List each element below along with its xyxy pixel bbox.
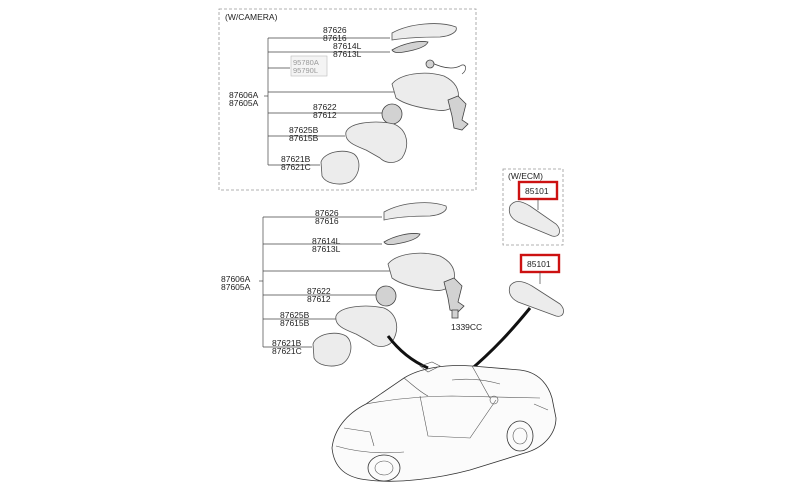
label-assembly-2: 87605A (229, 98, 259, 108)
ecm-panel (502, 168, 564, 246)
main-label-glass-2: 87621C (272, 346, 302, 356)
camera-unit-shape (425, 59, 435, 69)
ecm-panel-title: (W/ECM) (508, 171, 543, 181)
mirror-assembly-shape (391, 72, 459, 111)
label-housing-1: 87625B (289, 125, 319, 135)
ecm-mirror-shape (508, 201, 560, 237)
label-camera-ghost-1: 95780A (293, 58, 319, 67)
pointer-inside-mirror (467, 307, 532, 374)
label-glass-2: 87621C (281, 162, 311, 172)
main-label-housing-1: 87625B (280, 310, 310, 320)
actuator-shape (381, 103, 403, 125)
main-label-lamp-1: 87614L (312, 236, 341, 246)
camera-cable-shape (429, 61, 466, 75)
camera-panel (218, 8, 477, 191)
main-label-cover-2: 87616 (315, 216, 339, 226)
mirror-base-shape (447, 95, 469, 131)
mirror-housing-shape (345, 121, 408, 163)
main-screw-shape (451, 309, 459, 319)
main-label-glass-1: 87621B (272, 338, 302, 348)
label-assembly-1: 87606A (229, 90, 259, 100)
standard-mirror-shape (508, 281, 564, 317)
main-label-screw: 1339CC (451, 322, 482, 332)
main-label-assembly-1: 87606A (221, 274, 251, 284)
label-lamp-2: 87613L (333, 49, 362, 59)
label-cover-2: 87616 (323, 33, 347, 43)
main-label-actuator-2: 87612 (307, 294, 331, 304)
label-cover-1: 87626 (323, 25, 347, 35)
label-lamp-1: 87614L (333, 41, 362, 51)
camera-panel-title: (W/CAMERA) (225, 12, 278, 22)
label-ecm-part: 85101 (525, 186, 549, 196)
label-glass-1: 87621B (281, 154, 311, 164)
main-tree-lines (259, 216, 390, 348)
main-label-assembly-2: 87605A (221, 282, 251, 292)
main-actuator-shape (375, 285, 397, 307)
ghost-label-box (290, 55, 328, 77)
camera-tree-lines (264, 37, 400, 166)
main-label-cover-1: 87626 (315, 208, 339, 218)
car-illustration (331, 361, 557, 482)
side-lamp-shape (391, 41, 429, 53)
mirror-cover-shape (391, 23, 457, 41)
main-side-lamp-shape (383, 233, 421, 245)
label-actuator-2: 87612 (313, 110, 337, 120)
label-housing-2: 87615B (289, 133, 319, 143)
main-mirror-cover-shape (383, 202, 447, 221)
main-label-actuator-1: 87622 (307, 286, 331, 296)
pointer-side-mirror (386, 335, 429, 370)
main-label-lamp-2: 87613L (312, 244, 341, 254)
main-mirror-base-shape (443, 277, 465, 313)
main-label-housing-2: 87615B (280, 318, 310, 328)
main-mirror-glass-shape (312, 332, 352, 367)
label-camera-ghost-2: 95790L (293, 66, 318, 75)
label-standard-part: 85101 (527, 259, 551, 269)
label-actuator-1: 87622 (313, 102, 337, 112)
mirror-glass-shape (320, 150, 360, 185)
